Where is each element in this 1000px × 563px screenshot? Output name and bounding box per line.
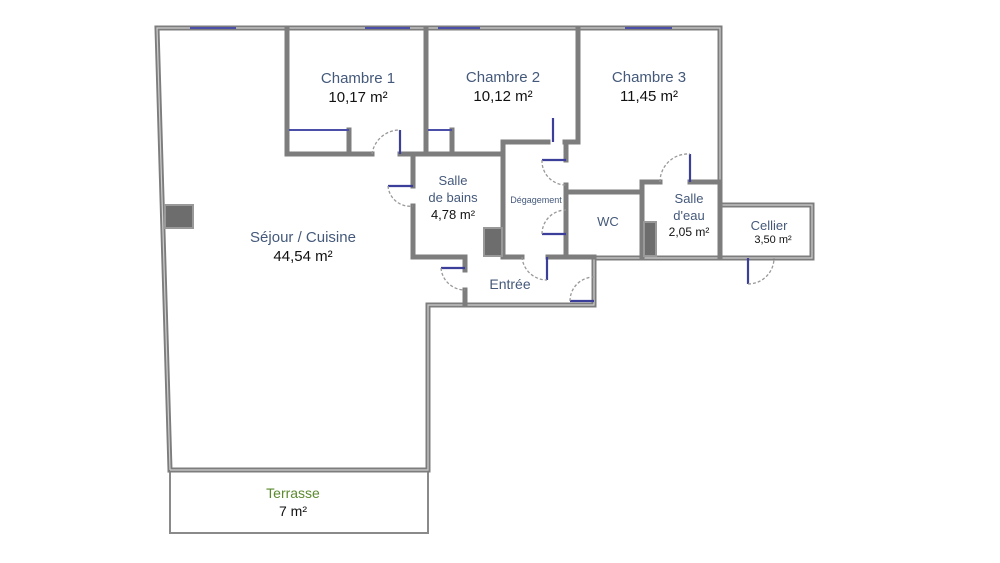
room-area: 44,54 m² <box>273 247 333 265</box>
room-name: Chambre 3 <box>611 69 687 86</box>
interior-walls <box>284 25 723 308</box>
doors <box>371 118 775 303</box>
room-name: Chambre 2 <box>465 69 541 86</box>
room-area: 2,05 m² <box>668 224 710 239</box>
room-name-line2: d'eau <box>673 207 705 223</box>
duct-shafts <box>164 204 657 257</box>
room-label-entree: Entrée <box>489 276 530 294</box>
room-name: Séjour / Cuisine <box>250 229 356 246</box>
room-area: 7 m² <box>279 502 307 519</box>
room-label-chambre-3: Chambre 3 11,45 m² <box>612 69 686 107</box>
room-area: 10,17 m² <box>328 88 388 106</box>
room-label-sejour-cuisine: Séjour / Cuisine 44,54 m² <box>250 229 356 267</box>
room-name-line1: Salle <box>674 191 704 206</box>
room-name: Dégagement <box>510 195 562 205</box>
room-label-degagement: Dégagement <box>510 195 562 206</box>
exterior-walls <box>154 25 815 473</box>
room-area: 10,12 m² <box>473 87 533 105</box>
room-name: Terrasse <box>266 485 320 501</box>
room-area: 4,78 m² <box>430 206 476 222</box>
room-name-line1: Salle <box>438 173 468 188</box>
room-name: Entrée <box>489 276 531 292</box>
room-label-terrasse: Terrasse 7 m² <box>266 485 320 520</box>
room-label-chambre-2: Chambre 2 10,12 m² <box>466 69 540 107</box>
room-label-cellier: Cellier 3,50 m² <box>746 218 792 248</box>
room-label-wc: WC <box>597 214 619 230</box>
room-name: Cellier <box>750 218 788 233</box>
room-label-chambre-1: Chambre 1 10,17 m² <box>321 70 395 108</box>
room-name-line2: de bains <box>428 189 478 205</box>
room-name: Chambre 1 <box>320 70 396 87</box>
room-area: 3,50 m² <box>754 234 792 247</box>
room-label-salle-d-eau: Salle d'eau 2,05 m² <box>669 191 710 240</box>
room-name: WC <box>597 214 619 229</box>
room-area: 11,45 m² <box>619 87 679 105</box>
room-label-salle-de-bains: Salle de bains 4,78 m² <box>428 173 477 224</box>
